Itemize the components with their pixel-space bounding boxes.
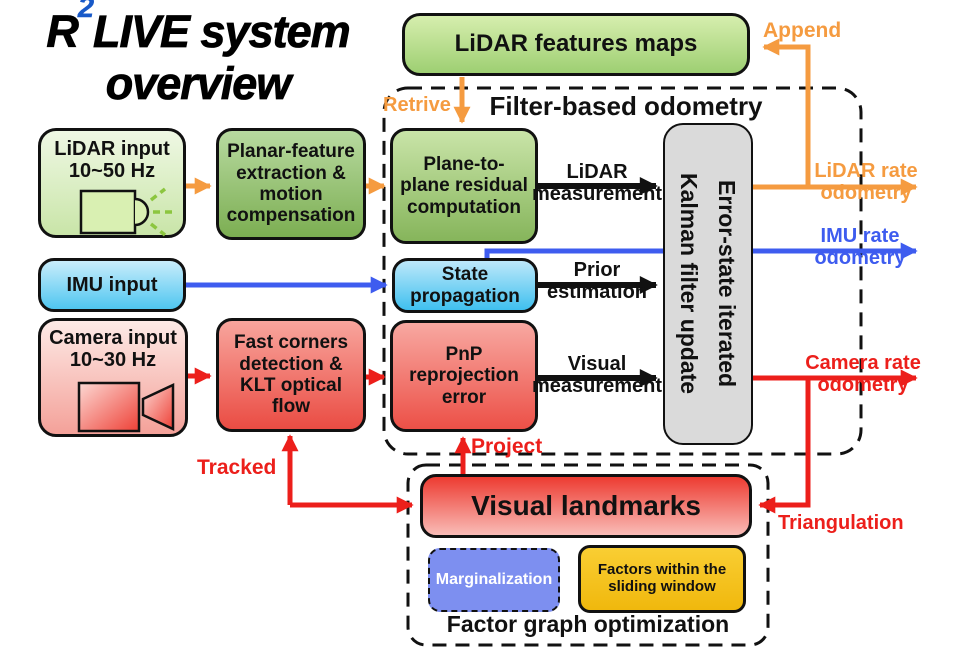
lidar-rate-odometry-label: LiDAR rate odometry [798,160,934,204]
label-line: measurement [532,375,663,397]
triangulation-label: Triangulation [778,512,904,534]
node-pnp-reprojection-error: PnP reprojection error [390,320,538,432]
filter-odometry-title: Filter-based odometry [489,91,763,121]
node-marginalization: Marginalization [428,548,560,612]
title-line2: overview [105,57,291,109]
imu-rate-odometry-label: IMU rate odometry [792,225,928,269]
title-r: R [46,6,79,58]
node-lidar-features-maps: LiDAR features maps [402,13,750,76]
node-label-line2: 10~30 Hz [69,349,157,372]
node-label: Fast corners detection & KLT optical flo… [233,332,349,418]
factor-graph-container [406,463,770,647]
append-label: Append [763,19,842,42]
label-line: measurement [532,183,663,205]
node-label: PnP reprojection error [409,344,519,408]
node-planar-feature-extraction: Planar-feature extraction & motion compe… [216,128,366,240]
node-imu-input: IMU input [38,258,186,312]
label-line: IMU rate [820,225,900,247]
node-fast-corners-klt: Fast corners detection & KLT optical flo… [216,318,366,432]
kalman-line2: Kalman filter update [676,173,702,395]
label-line: LiDAR rate [814,160,918,182]
video-camera-icon [75,379,183,440]
label-line: odometry [814,247,906,269]
node-label: Marginalization [435,571,553,589]
node-label: Factors within the sliding window [597,561,727,595]
node-label: State propagation [410,264,520,307]
node-label: Planar-feature extraction & motion compe… [226,141,356,227]
node-visual-landmarks: Visual landmarks [420,474,752,538]
node-label-line1: Camera input [49,327,177,349]
label-line: Camera rate [805,352,921,374]
node-label: Visual landmarks [471,490,701,522]
label-line: LiDAR [566,161,628,183]
node-error-state-kalman-filter: Error-state iterated Kalman filter updat… [663,123,753,445]
lidar-sensor-icon [77,187,181,242]
node-factors-sliding-window: Factors within the sliding window [578,545,746,613]
node-label-line1: LiDAR input [54,138,170,160]
title-superscript: 2 [77,0,95,24]
node-label: IMU input [66,273,158,296]
label-line: estimation [546,281,648,303]
project-label: Project [471,435,543,458]
label-line: Visual [567,353,627,375]
filter-odometry-container [382,86,863,456]
visual-measurement-label: Visual measurement [532,353,662,397]
label-line: odometry [817,374,909,396]
tracked-label: Tracked [197,456,277,479]
node-plane-to-plane-residual: Plane-to-plane residual computation [390,128,538,244]
camera-rate-odometry-label: Camera rate odometry [792,352,934,396]
triangulation-arrow [758,378,811,514]
node-lidar-input: LiDAR input 10~50 Hz [38,128,186,238]
node-label: LiDAR features maps [454,30,698,58]
title-rest: LIVE system [93,6,351,58]
node-label-line2: 10~50 Hz [68,160,156,183]
kalman-line1: Error-state iterated [714,180,740,388]
factor-graph-title: Factor graph optimization [446,611,730,637]
label-line: odometry [820,182,912,204]
imu-rate-odometry-arrow [484,242,918,260]
page-title: R2LIVE system overview [22,0,374,110]
retrive-label: Retrive [383,94,451,116]
node-state-propagation: State propagation [392,258,538,313]
prior-estimation-label: Prior estimation [532,259,662,303]
label-line: Prior [573,259,621,281]
kalman-vertical-text: Error-state iterated Kalman filter updat… [670,173,746,394]
lidar-measurement-label: LiDAR measurement [532,161,662,205]
append-arrow [762,38,811,186]
node-camera-input: Camera input 10~30 Hz [38,318,188,437]
node-label: Plane-to-plane residual computation [400,154,528,218]
